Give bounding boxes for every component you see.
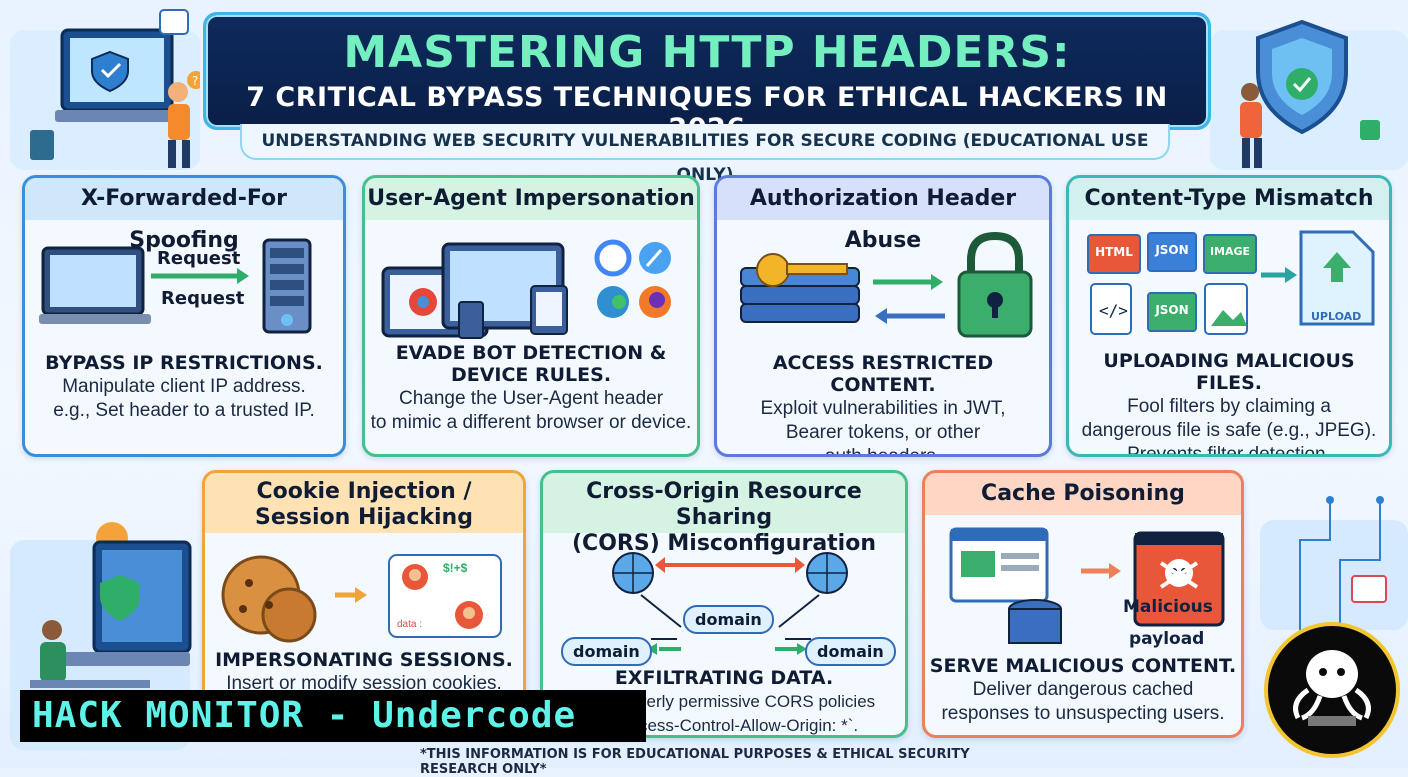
card-authorization: Authorization Header Abuse ACCESS RESTRI…	[714, 175, 1052, 457]
card-title: Authorization Header Abuse	[717, 178, 1049, 253]
image-file-icon: IMAGE	[1203, 234, 1257, 274]
key-lock-icon	[740, 231, 1033, 338]
session-data-label: data :	[397, 619, 423, 630]
card-title-line-1: Cookie Injection /	[256, 479, 472, 504]
request-label-bottom: Request	[161, 288, 245, 309]
illustration: $!+$ data :	[205, 533, 523, 649]
illustration: HTML JSON IMAGE JSON </> UPLOAD	[1069, 220, 1389, 350]
illustration: Malicious payload	[925, 515, 1241, 655]
domain-pill-left: domain	[561, 637, 652, 666]
octopus-logo-graphic	[1293, 650, 1371, 726]
card-desc-2: e.g., Set header to a trusted IP.	[53, 400, 315, 421]
card-desc-1: Exploit overly permissive CORS policies	[572, 692, 876, 711]
card-title-line-1: Cross-Origin Resource Sharing	[586, 479, 862, 530]
card-title-line-2: (CORS) Misconfiguration	[572, 531, 876, 556]
card-x-forwarded-for: X-Forwarded-For Spoofing Request Request…	[22, 175, 346, 457]
json-file-icon: JSON	[1147, 232, 1197, 272]
card-user-agent: User-Agent Impersonation EVADE BOT DETEC…	[362, 175, 700, 457]
devices-browsers-icon	[381, 239, 671, 339]
cookie-session-icon	[221, 554, 502, 643]
hack-monitor-banner: HACK MONITOR - Undercode	[20, 690, 646, 742]
card-desc-2: responses to unsuspecting users.	[941, 703, 1225, 724]
card-lead: EXFILTRATING DATA.	[614, 667, 834, 689]
disclaimer: *THIS INFORMATION IS FOR EDUCATIONAL PUR…	[420, 747, 970, 777]
card-desc-2: to mimic a different browser or device.	[370, 412, 692, 433]
card-lead-2: DEVICE RULES.	[450, 364, 612, 386]
card-title: User-Agent Impersonation	[365, 178, 697, 220]
card-title: X-Forwarded-For Spoofing	[25, 178, 343, 253]
card-title: Cross-Origin Resource Sharing (CORS) Mis…	[543, 473, 905, 556]
card-content-type: Content-Type Mismatch HTML JSON IMAGE JS…	[1066, 175, 1392, 457]
card-desc-2: like Access-Control-Allow-Origin: *`.	[589, 716, 859, 735]
upload-icon	[1299, 230, 1375, 326]
arrow-icon	[1261, 267, 1297, 283]
card-desc-1: Manipulate client IP address.	[62, 376, 306, 397]
card-lead: SERVE MALICIOUS CONTENT.	[929, 655, 1237, 677]
card-desc-3: auth headers.	[824, 446, 942, 457]
tagline: UNDERSTANDING WEB SECURITY VULNERABILITI…	[240, 124, 1170, 185]
page-subtitle: 7 CRITICAL BYPASS TECHNIQUES FOR ETHICAL…	[246, 82, 1168, 144]
card-lead: ACCESS RESTRICTED CONTENT.	[772, 352, 994, 396]
card-title: Cache Poisoning	[925, 473, 1241, 515]
upload-label: UPLOAD	[1311, 310, 1362, 323]
hacker-laptop-illustration: ?	[10, 9, 200, 170]
domain-cloud-center: domain	[683, 605, 774, 634]
card-desc-3: Prevents filter detection.	[1127, 444, 1331, 457]
svg-text:?: ?	[192, 74, 198, 88]
card-cache-poisoning: Cache Poisoning Malicious payload SERVE …	[922, 470, 1244, 738]
illustration	[717, 220, 1049, 352]
session-token-text: $!+$	[443, 561, 468, 575]
card-desc-2: dangerous file is safe (e.g., JPEG).	[1081, 420, 1377, 441]
domain-pill-right: domain	[805, 637, 896, 666]
card-lead-1: EVADE BOT DETECTION &	[395, 342, 667, 364]
request-label-top: Request	[157, 248, 241, 269]
circuit-illustration	[1260, 496, 1408, 630]
malicious-label: Malicious	[1123, 597, 1213, 617]
title-banner: MASTERING HTTP HEADERS: 7 CRITICAL BYPAS…	[203, 12, 1211, 144]
cors-globe-network-icon	[612, 552, 848, 655]
json-file-icon-2: JSON	[1147, 292, 1197, 332]
card-desc-1: Fool filters by claiming a	[1127, 396, 1331, 417]
card-desc-1: Deliver dangerous cached	[972, 679, 1194, 700]
svg-text:</>: </>	[1099, 301, 1128, 320]
shield-monitor-illustration	[1210, 19, 1408, 170]
card-desc-2: Bearer tokens, or other	[785, 422, 981, 443]
html-file-icon: HTML	[1087, 234, 1141, 274]
card-title: Content-Type Mismatch	[1069, 178, 1389, 220]
card-title: Cookie Injection / Session Hijacking	[205, 473, 523, 533]
card-cookie-injection: Cookie Injection / Session Hijacking $!+…	[202, 470, 526, 726]
card-desc-1: Insert or modify session cookies.	[226, 673, 502, 694]
card-lead: BYPASS IP RESTRICTIONS.	[45, 352, 323, 374]
octopus-logo-icon	[1264, 622, 1400, 758]
illustration	[365, 220, 697, 342]
code-image-icons: </>	[1090, 283, 1248, 335]
payload-label: payload	[1129, 629, 1205, 649]
cache-server-icon	[949, 527, 1225, 644]
illustration: Request Request	[25, 220, 343, 352]
card-title-line-2: Session Hijacking	[255, 505, 473, 530]
card-lead: IMPERSONATING SESSIONS.	[215, 649, 513, 671]
page-title: MASTERING HTTP HEADERS:	[343, 27, 1071, 78]
card-lead: UPLOADING MALICIOUS FILES.	[1103, 350, 1355, 394]
illustration: domain domain domain	[543, 533, 905, 666]
card-desc-1: Exploit vulnerabilities in JWT,	[760, 398, 1006, 419]
card-desc-1: Change the User-Agent header	[398, 388, 664, 409]
laptop-server-icon	[39, 238, 312, 334]
